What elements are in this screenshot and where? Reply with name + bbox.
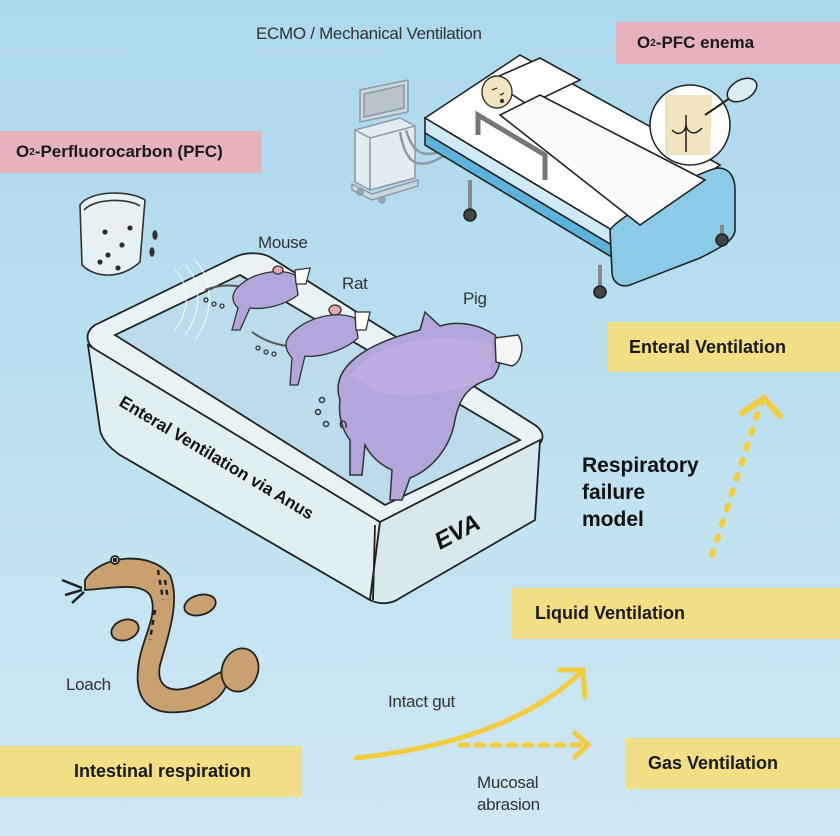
pfc-enema-rest: -PFC enema (655, 33, 755, 52)
rat-icon (251, 304, 371, 386)
mucosal-line1: Mucosal (477, 773, 539, 792)
pig-label: Pig (463, 289, 487, 308)
respiratory-arrow (709, 394, 783, 558)
mouse-label: Mouse (258, 233, 308, 252)
liquid-ventilation-box: Liquid Ventilation (511, 588, 840, 639)
ecmo-machine-icon (351, 79, 499, 204)
respiratory-failure-label: Respiratory failure model (582, 452, 699, 533)
beaker-icon (79, 192, 158, 276)
intestinal-respiration-box: Intestinal respiration (0, 746, 302, 797)
intact-gut-label: Intact gut (388, 692, 455, 711)
gas-ventilation-box: Gas Ventilation (626, 738, 840, 789)
ecmo-label: ECMO / Mechanical Ventilation (256, 24, 482, 43)
respiratory-line1: Respiratory (582, 454, 699, 477)
mucosal-line2: abrasion (477, 795, 540, 814)
pfc-enema-o: O (637, 33, 651, 52)
mouse-icon (203, 265, 311, 331)
loach-label: Loach (66, 675, 111, 694)
pfc-enema-sub: 2 (650, 37, 656, 49)
pig-icon (314, 310, 523, 501)
enema-inset-icon (649, 77, 758, 166)
pfc-o: O (16, 142, 30, 161)
rat-label: Rat (342, 274, 368, 293)
hospital-bed-icon (423, 54, 736, 299)
mucosal-abrasion-arrow (457, 730, 592, 760)
enteral-ventilation-box: Enteral Ventilation (608, 322, 840, 372)
pfc-rest: -Perfluorocarbon (PFC) (34, 142, 223, 161)
respiratory-line3: model (582, 508, 644, 531)
respiratory-line2: failure (582, 481, 646, 504)
mucosal-abrasion-label: Mucosal abrasion (477, 772, 540, 816)
patient-head-icon (481, 75, 513, 109)
loach-icon (61, 555, 260, 714)
intact-gut-arrow (353, 667, 588, 761)
pfc-sub: 2 (29, 146, 35, 158)
